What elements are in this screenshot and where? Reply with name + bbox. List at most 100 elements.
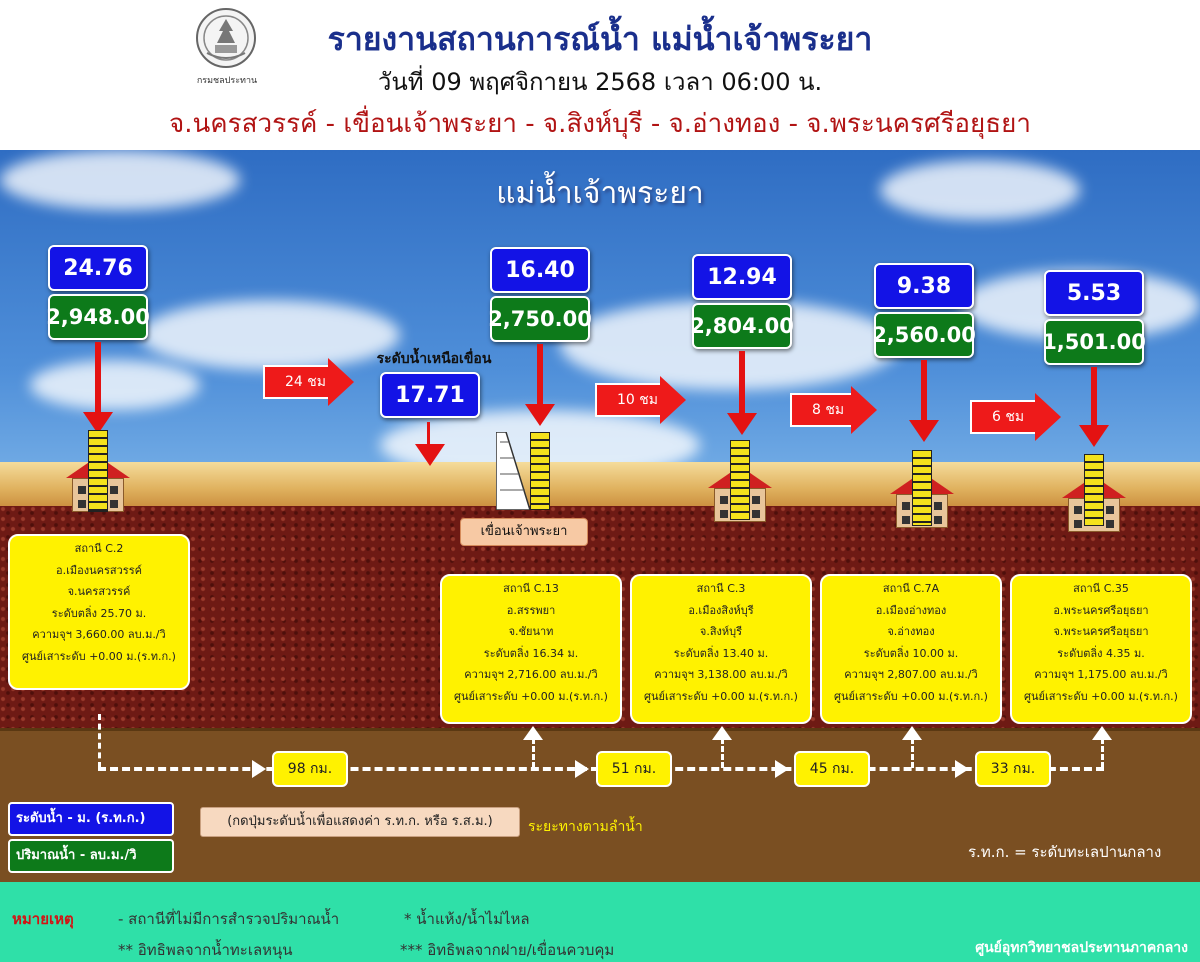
water-level-button-c13[interactable]: 16.40 [490, 247, 590, 293]
travel-time-arrow: 24 ชม [263, 358, 354, 406]
dam-label: เขื่อนเจ้าพระยา [460, 518, 588, 546]
station-province: จ.อ่างทอง [887, 625, 935, 638]
legend-water-level-button[interactable]: ระดับน้ำ - ม. (ร.ท.ก.) [8, 802, 174, 836]
cloud [30, 360, 200, 410]
station-arrow [727, 351, 757, 435]
note-item: *** อิทธิพลจากฝาย/เขื่อนควบคุม [400, 941, 615, 959]
water-level-button-c35[interactable]: 5.53 [1044, 270, 1144, 316]
gauge-datum: ศูนย์เสาระดับ +0.00 ม.(ร.ท.ก.) [834, 689, 988, 703]
note-label: หมายเหตุ [12, 910, 74, 928]
province-route: จ.นครสวรรค์ - เขื่อนเจ้าพระยา - จ.สิงห์บ… [169, 109, 1031, 139]
station-district: อ.สรรพยา [506, 603, 556, 617]
river-bank [0, 462, 1200, 510]
distance-path [721, 738, 724, 768]
station-district: อ.พระนครศรีอยุธยา [1053, 603, 1149, 617]
flow-value-c7a: 2,560.00 [872, 312, 976, 358]
logo-caption: กรมชลประทาน [196, 76, 258, 86]
distance-path [911, 738, 914, 768]
station-card-c7a: สถานี C.7A อ.เมืองอ่างทอง จ.อ่างทอง ระดั… [820, 574, 1002, 724]
distance-label: 45 กม. [794, 751, 870, 787]
station-card-c35: สถานี C.35 อ.พระนครศรีอยุธยา จ.พระนครศรี… [1010, 574, 1192, 724]
capacity: ความจุฯ 3,138.00 ลบ.ม./วิ [654, 668, 788, 681]
distance-path [532, 738, 535, 768]
gauge-datum: ศูนย์เสาระดับ +0.00 ม.(ร.ท.ก.) [22, 649, 176, 663]
center-name: ศูนย์อุทกวิทยาชลประทานภาคกลาง [975, 940, 1188, 956]
dam-arrow [415, 422, 445, 466]
station-arrow [525, 344, 555, 426]
flow-value-c2: 2,948.00 [46, 294, 150, 340]
distance-path [1101, 738, 1104, 768]
arrow-up-icon [902, 726, 922, 740]
station-arrow [83, 342, 113, 434]
bank-level: ระดับตลิ่ง 25.70 ม. [51, 606, 147, 620]
arrow-right-icon [575, 760, 589, 778]
arrow-up-icon [1092, 726, 1112, 740]
arrow-right-icon [252, 760, 266, 778]
dam-upstream-level-button[interactable]: 17.71 [380, 372, 480, 418]
station-arrow [909, 360, 939, 442]
cloud [0, 150, 240, 210]
water-gauge-icon [912, 450, 932, 526]
water-level-button-c2[interactable]: 24.76 [48, 245, 148, 291]
station-code: สถานี C.35 [1073, 582, 1129, 595]
note-item: * น้ำแห้ง/น้ำไม่ไหล [404, 910, 530, 928]
station-province: จ.นครสวรรค์ [67, 585, 131, 598]
page-title: รายงานสถานการณ์น้ำ แม่น้ำเจ้าพระยา [327, 20, 873, 58]
water-level-button-c3[interactable]: 12.94 [692, 254, 792, 300]
arrow-up-icon [712, 726, 732, 740]
cloud [880, 160, 1080, 220]
station-code: สถานี C.3 [696, 582, 746, 595]
station-district: อ.เมืองสิงห์บุรี [688, 603, 754, 617]
report-datetime: วันที่ 09 พฤศจิกายน 2568 เวลา 06:00 น. [377, 68, 823, 96]
arrow-up-icon [523, 726, 543, 740]
station-district: อ.เมืองนครสวรรค์ [56, 563, 142, 577]
water-gauge-icon [88, 430, 108, 512]
note-item: - สถานีที่ไม่มีการสำรวจปริมาณน้ำ [118, 910, 340, 928]
bank-level: ระดับตลิ่ง 13.40 ม. [673, 646, 769, 660]
station-arrow [1079, 367, 1109, 447]
station-code: สถานี C.2 [74, 542, 124, 555]
distance-label: 98 กม. [272, 751, 348, 787]
legend-flow: ปริมาณน้ำ - ลบ.ม./วิ [8, 839, 174, 873]
station-card-c3: สถานี C.3 อ.เมืองสิงห์บุรี จ.สิงห์บุรี ร… [630, 574, 812, 724]
travel-time-label: 8 ชม [790, 393, 852, 427]
gauge-datum: ศูนย์เสาระดับ +0.00 ม.(ร.ท.ก.) [454, 689, 608, 703]
station-code: สถานี C.13 [503, 582, 559, 595]
water-gauge-icon [730, 440, 750, 520]
gauge-datum: ศูนย์เสาระดับ +0.00 ม.(ร.ท.ก.) [644, 689, 798, 703]
gauge-datum: ศูนย์เสาระดับ +0.00 ม.(ร.ท.ก.) [1024, 689, 1178, 703]
legend-distance: ระยะทางตามลำน้ำ [528, 819, 643, 835]
river-diagram: แม่น้ำเจ้าพระยา 24.76 2,948.00 16.40 2,7… [0, 150, 1200, 882]
distance-label: 51 กม. [596, 751, 672, 787]
capacity: ความจุฯ 1,175.00 ลบ.ม./วิ [1034, 668, 1168, 681]
distance-label: 33 กม. [975, 751, 1051, 787]
water-gauge-icon [1084, 454, 1104, 526]
capacity: ความจุฯ 3,660.00 ลบ.ม./วิ [32, 628, 166, 641]
msl-note: ร.ท.ก. = ระดับทะเลปานกลาง [968, 843, 1162, 861]
dam-level-caption: ระดับน้ำเหนือเขื่อน [376, 351, 492, 367]
river-title: แม่น้ำเจ้าพระยา [496, 176, 704, 211]
travel-time-label: 10 ชม [595, 383, 661, 417]
royal-irrigation-seal-icon [196, 8, 256, 68]
travel-time-label: 24 ชม [263, 365, 329, 399]
station-card-c2: สถานี C.2 อ.เมืองนครสวรรค์ จ.นครสวรรค์ ร… [8, 534, 190, 690]
water-gauge-icon [530, 432, 550, 510]
capacity: ความจุฯ 2,716.00 ลบ.ม./วิ [464, 668, 598, 681]
flow-value-c3: 2,804.00 [690, 303, 794, 349]
travel-time-label: 6 ชม [970, 400, 1036, 434]
arrow-right-icon [775, 760, 789, 778]
bank-level: ระดับตลิ่ง 16.34 ม. [483, 646, 579, 660]
water-level-button-c7a[interactable]: 9.38 [874, 263, 974, 309]
bank-level: ระดับตลิ่ง 4.35 ม. [1057, 646, 1145, 660]
distance-path [98, 714, 101, 768]
flow-value-c35: 1,501.00 [1042, 319, 1146, 365]
arrow-right-icon [955, 760, 969, 778]
station-province: จ.พระนครศรีอยุธยา [1053, 625, 1149, 638]
travel-time-arrow: 6 ชม [970, 393, 1061, 441]
flow-value-c13: 2,750.00 [488, 296, 592, 342]
dam-icon [496, 432, 530, 510]
notes-footer: หมายเหตุ - สถานีที่ไม่มีการสำรวจปริมาณน้… [0, 882, 1200, 962]
level-toggle-hint: (กดปุ่มระดับน้ำเพื่อแสดงค่า ร.ท.ก. หรือ … [200, 807, 520, 837]
travel-time-arrow: 8 ชม [790, 386, 877, 434]
station-card-c13: สถานี C.13 อ.สรรพยา จ.ชัยนาท ระดับตลิ่ง … [440, 574, 622, 724]
